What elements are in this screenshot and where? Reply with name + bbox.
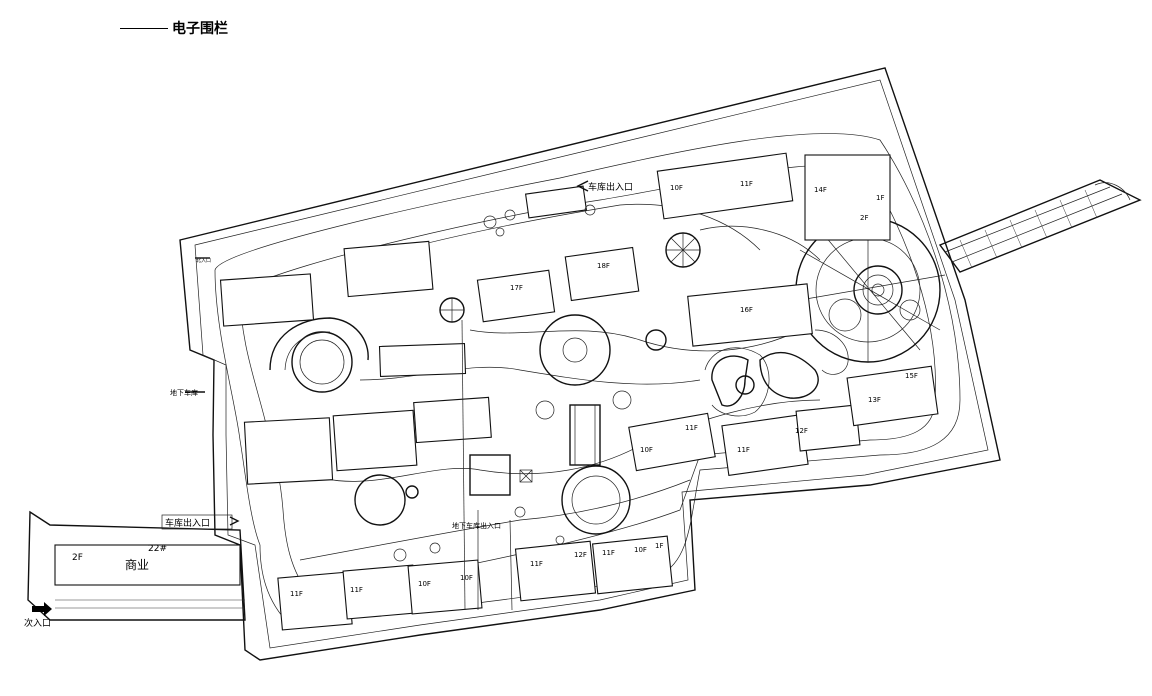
floor-tag: 11F: [290, 590, 303, 598]
commercial-floors-label: 2F: [72, 553, 83, 563]
floor-tags: 10F 11F 14F 2F 1F 18F 17F 16F 15F 13F 12…: [290, 180, 918, 598]
arc-terrace: [269, 317, 369, 371]
floor-tag: 10F: [670, 184, 683, 192]
floor-tag: 10F: [460, 574, 473, 582]
main-axis: [461, 319, 466, 611]
floor-tag: 10F: [640, 446, 653, 454]
eastern-bridge: [938, 179, 1142, 273]
perimeter-road: [214, 133, 961, 626]
floor-tag: 11F: [685, 424, 698, 432]
fence-legend-line: [120, 28, 168, 29]
central-plaza: [539, 314, 611, 386]
fence-legend-label: 电子围栏: [172, 21, 228, 37]
inner-boundary: [194, 79, 989, 649]
vehicle-entrance-box: [161, 514, 233, 530]
floor-tag: 12F: [795, 427, 808, 435]
floor-tag: 14F: [814, 186, 827, 194]
central-avenue: [569, 404, 601, 466]
floor-tag: 11F: [602, 549, 615, 557]
commercial-building: [54, 544, 241, 586]
site-boundary: [179, 67, 1001, 661]
commercial-label: 商业: [125, 557, 149, 572]
south-plaza-core: [571, 475, 621, 525]
floor-tag: 10F: [418, 580, 431, 588]
secondary-entrance-arrow: [32, 602, 52, 616]
plaza-circle: [291, 331, 353, 393]
garden-path: [419, 203, 761, 251]
vehicle-entrance-top-label: 车库出入口: [588, 181, 633, 193]
entrance-arrow: [576, 180, 589, 192]
floor-tag: 10F: [634, 546, 647, 554]
central-plaza-core: [562, 337, 588, 363]
floor-tag: 11F: [350, 586, 363, 594]
floor-tag: 1F: [655, 542, 663, 550]
floor-tag: 2F: [860, 214, 868, 222]
garden-path: [469, 329, 801, 352]
lawn-circle: [354, 474, 406, 526]
garden-path: [299, 399, 821, 482]
plaza-circle: [299, 339, 345, 385]
floor-tag: 12F: [574, 551, 587, 559]
tree-symbol: [405, 485, 419, 499]
floor-tag: 17F: [510, 284, 523, 292]
vehicle-entrance-left-label: 车库出入口: [165, 517, 210, 529]
garden-path: [699, 225, 821, 261]
floor-tag: 13F: [868, 396, 881, 404]
garden-path: [299, 479, 691, 561]
floor-tag: 1F: [876, 194, 884, 202]
floor-tag: 15F: [905, 372, 918, 380]
secondary-entrance-label: 次入口: [24, 617, 51, 629]
north-gate-label: 北入口: [196, 257, 211, 264]
floor-tag: 11F: [737, 446, 750, 454]
floor-tag: 11F: [530, 560, 543, 568]
floor-tag: 16F: [740, 306, 753, 314]
south-plaza: [561, 465, 631, 535]
residential-buildings: [219, 152, 939, 631]
small-pavilion: [645, 329, 667, 351]
floor-tag: 18F: [597, 262, 610, 270]
commercial-strip: [27, 510, 246, 621]
fan-terrace: [711, 355, 749, 407]
entrance-arrow: [229, 516, 240, 526]
winding-pond: [759, 351, 819, 399]
underground-label: 地下车库: [170, 388, 198, 397]
commercial-number-label: 22#: [148, 544, 167, 554]
vehicle-entrance-bottom-label: 地下车库出入口: [452, 521, 501, 530]
floor-tag: 11F: [740, 180, 753, 188]
tree-symbols: [393, 204, 632, 562]
gate-structure: [469, 454, 511, 496]
